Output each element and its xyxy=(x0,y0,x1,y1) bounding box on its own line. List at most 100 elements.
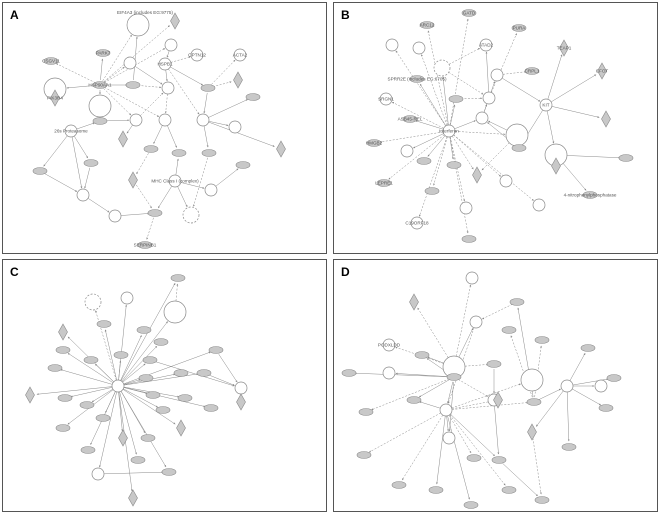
node-label: 4-nitrophenylphosphatase xyxy=(564,193,617,198)
network-panel-c: C xyxy=(2,259,327,512)
edge-ND16-ND25 xyxy=(536,390,564,427)
node-nc10 xyxy=(83,356,99,364)
node-nd30 xyxy=(466,454,482,462)
edge-ND23-ND19 xyxy=(419,401,441,409)
edge-NC21-NC31 xyxy=(118,391,124,432)
node-nd24 xyxy=(526,398,542,406)
edge-NA10-NA2 xyxy=(103,25,170,82)
node-nd23 xyxy=(439,403,453,417)
node-label: CSGV11 xyxy=(42,59,60,64)
node-na16 xyxy=(233,71,243,89)
node-nd33 xyxy=(428,486,444,494)
node-na24: 26s Proteasome xyxy=(54,124,88,138)
node-nb30 xyxy=(618,154,634,162)
node-nd6 xyxy=(534,336,550,344)
node-nb7: TEAP1 xyxy=(557,39,572,57)
node-nd5 xyxy=(501,326,517,334)
edge-NA37-NA40 xyxy=(146,217,154,240)
node-nd4 xyxy=(469,315,483,329)
node-nd17 xyxy=(594,379,608,393)
edge-ND14-ND12 xyxy=(354,372,450,378)
node-nd18 xyxy=(606,374,622,382)
node-nc32 xyxy=(140,434,156,442)
node-na25 xyxy=(118,130,128,148)
node-nd16 xyxy=(560,379,574,393)
edge-NB16-NB26 xyxy=(546,110,555,144)
node-nd31 xyxy=(491,456,507,464)
edge-NC21-NC14 xyxy=(60,369,113,385)
edge-NA34-NA37 xyxy=(136,184,152,209)
edge-NB15-NB3 xyxy=(491,33,517,93)
edge-ND14-ND27 xyxy=(448,381,454,432)
node-nb2: ARC12 xyxy=(420,21,435,29)
node-nb11: CRPL1 xyxy=(525,67,540,75)
edge-NB21-NB8 xyxy=(442,76,449,126)
edge-NA22-NA28 xyxy=(203,125,209,148)
edge-NA33-NA37 xyxy=(157,185,173,209)
node-nb9: SPRR2E (includes EG:6705) xyxy=(388,75,447,83)
node-nc34 xyxy=(91,467,105,481)
edge-NC21-NC27 xyxy=(123,388,159,408)
node-nb34: 4-nitrophenylphosphatase xyxy=(564,191,617,199)
node-na31 xyxy=(83,159,99,167)
node-nb27 xyxy=(551,157,561,175)
edge-NB21-NB25 xyxy=(427,135,446,157)
node-na1: EIF4A3 (includes EG:9775) xyxy=(117,10,173,37)
edge-NA24-NA32 xyxy=(43,135,68,167)
edge-NB21-NB24 xyxy=(413,133,444,149)
edge-NC21-NC11 xyxy=(118,360,122,381)
edge-NA14-NA21 xyxy=(164,93,168,114)
edge-ND14-ND20 xyxy=(458,379,489,397)
node-label: ATAD2 xyxy=(479,43,494,48)
node-nd8 xyxy=(414,351,430,359)
edge-NA15-NA7 xyxy=(211,59,236,85)
node-nc14 xyxy=(47,364,63,372)
edge-ND23-ND24 xyxy=(451,401,529,410)
edge-NB21-NB13 xyxy=(450,104,456,126)
node-label: PODXLDD xyxy=(378,343,401,348)
edge-NB16-NB19 xyxy=(551,106,600,119)
node-nd21 xyxy=(493,391,503,409)
node-nd7: PODXLDD xyxy=(378,338,401,352)
edge-ND31-ND36 xyxy=(502,463,538,497)
edge-NC17-NC18 xyxy=(208,374,235,386)
node-nc1 xyxy=(170,274,186,282)
edge-NB21-NB9 xyxy=(419,83,447,127)
node-label: TEAP1 xyxy=(557,46,572,51)
node-na13: HSPB1 xyxy=(157,57,173,71)
node-na28 xyxy=(201,149,217,157)
node-na23 xyxy=(228,120,242,134)
edge-ND9-ND1 xyxy=(455,284,472,357)
node-nd34 xyxy=(501,486,517,494)
network-graph-c xyxy=(25,274,248,507)
node-nc25 xyxy=(177,394,193,402)
edge-ND24-ND16 xyxy=(538,388,562,401)
node-nc15 xyxy=(173,369,189,377)
node-nd32 xyxy=(391,481,407,489)
node-nc16 xyxy=(138,374,154,382)
node-nc5 xyxy=(96,320,112,328)
node-nb8 xyxy=(433,59,451,77)
edge-NA36-NA30 xyxy=(215,168,239,187)
node-na33: MHC Class I (complex) xyxy=(151,174,199,188)
node-nb31 xyxy=(499,174,513,188)
node-nd29 xyxy=(356,451,372,459)
edge-NB21-NB28 xyxy=(449,136,454,160)
node-nc35 xyxy=(130,456,146,464)
panel-label-a: A xyxy=(10,8,19,22)
edge-ND9-ND11 xyxy=(464,363,489,367)
node-na2 xyxy=(170,12,180,30)
edge-NB21-NB33 xyxy=(433,136,448,186)
node-nd11 xyxy=(486,360,502,368)
edge-NA24-NA35 xyxy=(71,136,83,189)
edge-NA24-NA31 xyxy=(73,135,89,159)
edge-ND14-ND13 xyxy=(395,372,450,377)
edge-NA35-NA38 xyxy=(87,198,110,213)
node-nd3 xyxy=(509,298,525,306)
node-na29 xyxy=(276,140,286,158)
node-label: PURA xyxy=(513,26,527,31)
edge-NA13-NA6 xyxy=(170,56,191,63)
edge-NC12-NC18 xyxy=(154,361,235,387)
